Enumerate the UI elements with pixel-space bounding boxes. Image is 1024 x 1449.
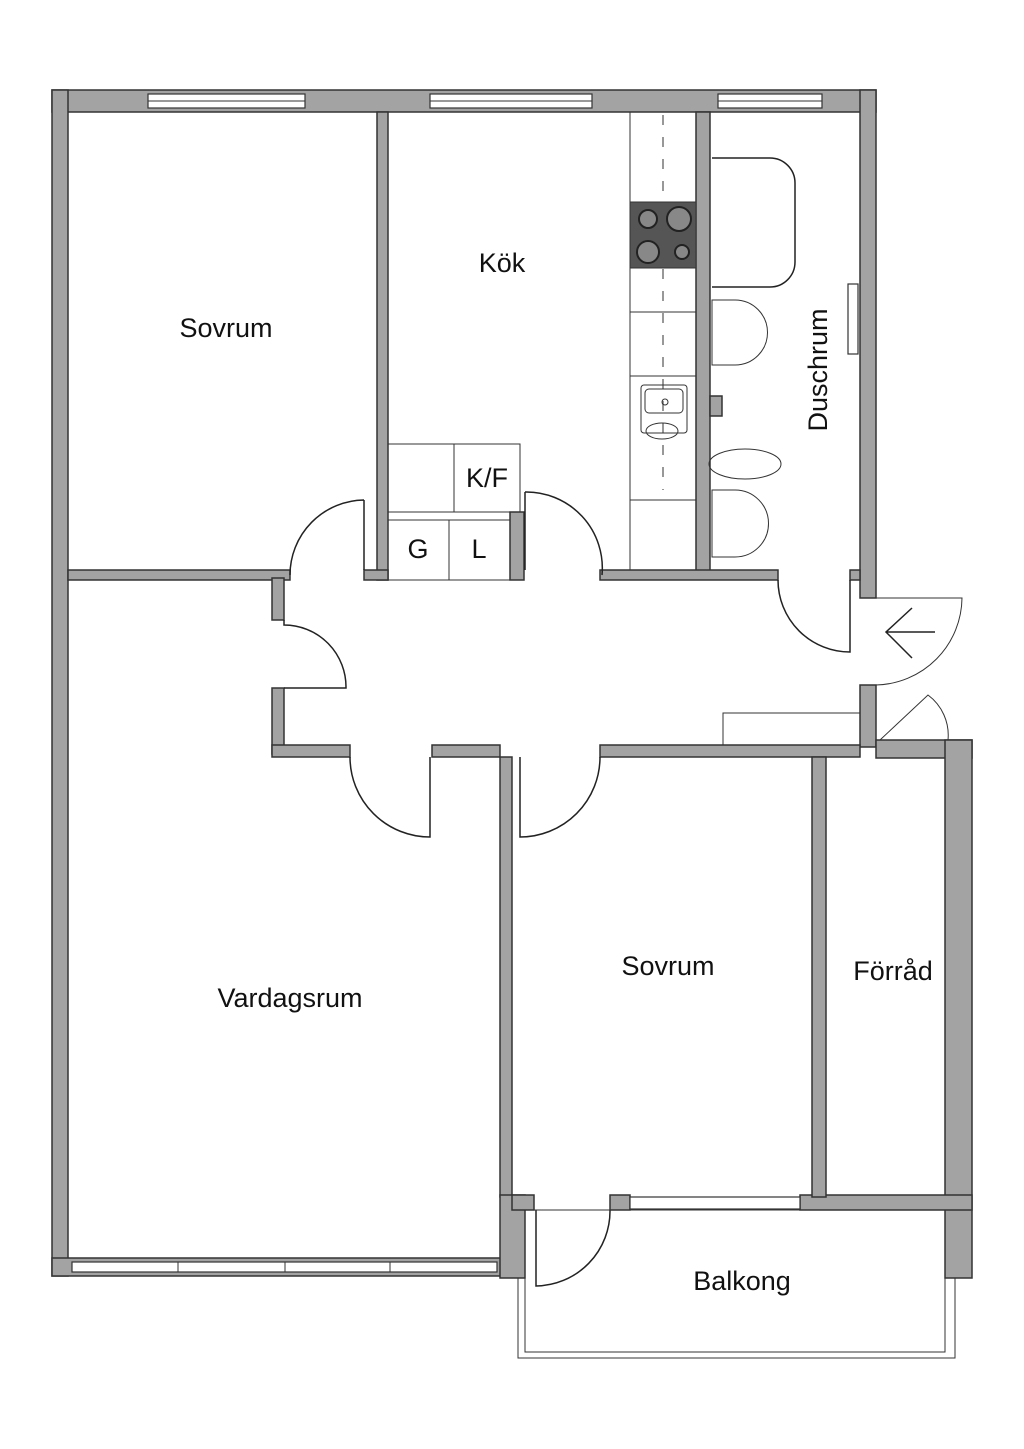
room-label-living-room: Vardagsrum bbox=[217, 983, 362, 1013]
label-fridge-freezer: K/F bbox=[466, 463, 508, 493]
room-label-kitchen: Kök bbox=[479, 248, 526, 278]
shower-icon bbox=[712, 157, 796, 288]
room-label-bedroom-2: Sovrum bbox=[621, 951, 714, 981]
label-closet-l: L bbox=[471, 534, 486, 564]
windows bbox=[71, 93, 859, 1273]
washbasin-icon bbox=[711, 299, 768, 366]
kitchen-counter bbox=[387, 111, 697, 581]
entrance-arrow-icon bbox=[884, 607, 935, 659]
label-closet-g: G bbox=[407, 534, 428, 564]
sink-icon bbox=[640, 384, 688, 440]
doors bbox=[283, 491, 963, 1287]
stove-icon bbox=[629, 201, 697, 269]
room-label-storage: Förråd bbox=[853, 956, 933, 986]
toilet-icon bbox=[708, 448, 782, 480]
room-label-bedroom-1: Sovrum bbox=[179, 313, 272, 343]
walls bbox=[51, 89, 973, 1279]
balcony-outline bbox=[517, 1209, 956, 1359]
bathroom-fixtures bbox=[708, 157, 796, 558]
room-label-balcony: Balkong bbox=[693, 1266, 791, 1296]
room-label-shower-room: Duschrum bbox=[803, 308, 833, 431]
washbasin-icon bbox=[711, 489, 769, 558]
